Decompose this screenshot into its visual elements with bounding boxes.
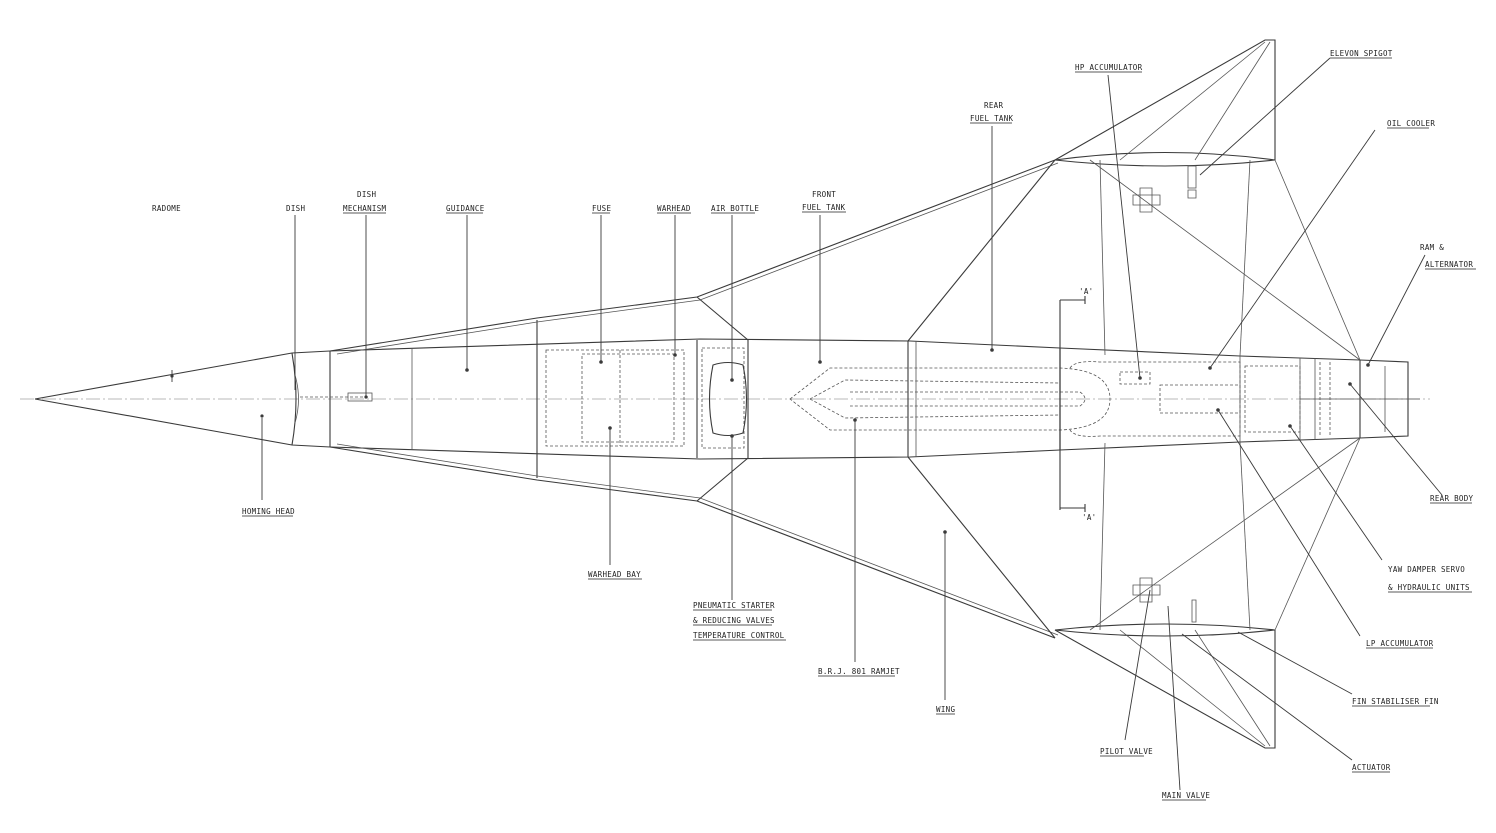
tail-fins [1054,39,1361,749]
label-pilot-valve: PILOT VALVE [1100,747,1153,756]
label-warhead-bay: WARHEAD BAY [588,570,641,579]
label-actuator: ACTUATOR [1352,763,1391,772]
internal-components [300,296,1331,512]
airframe-outline [20,320,1430,478]
label-ram-alternator-2: ALTERNATOR [1425,260,1473,269]
label-pneumatic-2: & REDUCING VALVES [693,616,775,625]
label-fin-stabiliser: FIN STABILISER FIN [1352,697,1439,706]
label-dish: DISH [286,204,305,213]
label-main-valve: MAIN VALVE [1162,791,1210,800]
label-yaw-damper-1: YAW DAMPER SERVO [1388,565,1465,574]
label-elevon-spigot: ELEVON SPIGOT [1330,49,1393,58]
label-guidance: GUIDANCE [446,204,485,213]
label-warhead: WARHEAD [657,204,691,213]
label-rear-fuel-tank-1: REAR [984,101,1003,110]
label-yaw-damper-2: & HYDRAULIC UNITS [1388,583,1470,592]
label-air-bottle: AIR BOTTLE [711,204,759,213]
label-ram-alternator-1: RAM & [1420,243,1444,252]
label-rear-fuel-tank-2: FUEL TANK [970,114,1014,123]
label-section-a-top: 'A' [1079,287,1093,296]
label-dish-mechanism-2: MECHANISM [343,204,387,213]
label-lp-accumulator: LP ACCUMULATOR [1366,639,1434,648]
leader-lines [171,57,1443,791]
labels: RADOME DISH DISH MECHANISM GUIDANCE FUSE… [152,49,1476,801]
label-rear-body: REAR BODY [1430,494,1474,503]
label-wing: WING [936,705,955,714]
label-radome: RADOME [152,204,181,213]
label-front-fuel-tank-1: FRONT [812,190,836,199]
label-pneumatic-1: PNEUMATIC STARTER [693,601,775,610]
label-dish-mechanism-1: DISH [357,190,376,199]
label-ramjet: B.R.J. 801 RAMJET [818,667,900,676]
label-pneumatic-3: TEMPERATURE CONTROL [693,631,785,640]
label-front-fuel-tank-2: FUEL TANK [802,203,846,212]
leader-dots [170,348,1370,534]
label-homing-head: HOMING HEAD [242,507,295,516]
label-oil-cooler: OIL COOLER [1387,119,1435,128]
label-fuse: FUSE [592,204,611,213]
label-hp-accumulator: HP ACCUMULATOR [1075,63,1143,72]
label-section-a-bottom: 'A' [1082,513,1096,522]
